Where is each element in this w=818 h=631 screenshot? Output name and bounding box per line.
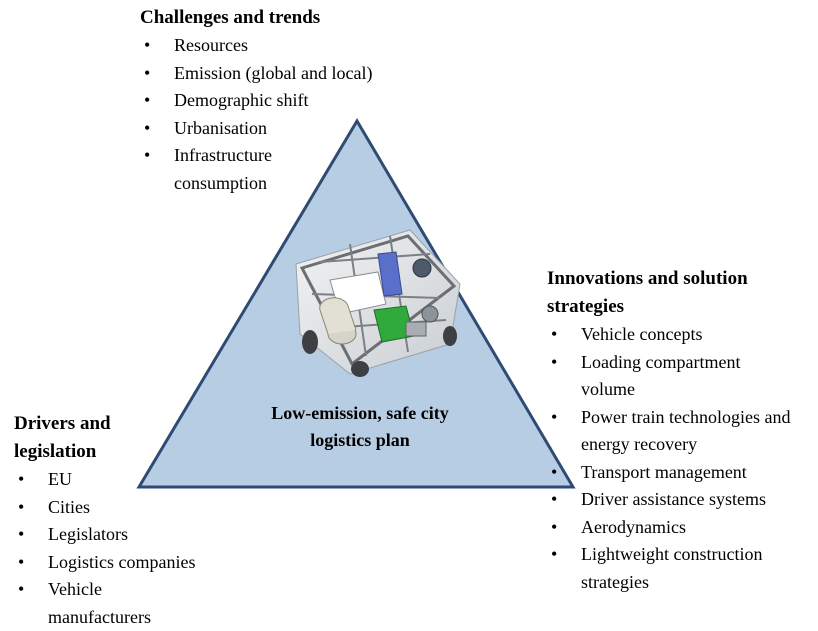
list-item: Aerodynamics: [547, 514, 817, 542]
innovations-list: Vehicle concepts Loading compartment vol…: [547, 321, 817, 596]
center-label-line-1: Low-emission, safe city: [271, 403, 449, 423]
list-item: EU: [14, 466, 274, 494]
challenges-title: Challenges and trends: [140, 7, 321, 28]
challenges-list: Resources Emission (global and local) De…: [140, 32, 460, 197]
list-item: Infrastructure consumption: [140, 142, 324, 197]
list-item: Urbanisation: [140, 115, 460, 143]
drivers-section: Drivers and legislation EU Cities Legisl…: [14, 410, 274, 631]
list-item: Logistics companies: [14, 549, 274, 577]
list-item: Vehicle concepts: [547, 321, 817, 349]
list-item: Driver assistance systems: [547, 486, 781, 514]
center-label: Low-emission, safe city logistics plan: [230, 400, 490, 454]
list-item: Legislators: [14, 521, 274, 549]
list-item: Cities: [14, 494, 274, 522]
innovations-title: Innovations and solution strategies: [547, 268, 748, 317]
list-item: Power train technologies and energy reco…: [547, 404, 818, 459]
list-item: Lightweight construction strategies: [547, 541, 818, 596]
list-item: Vehicle manufacturers: [14, 576, 198, 631]
list-item: Transport management: [547, 459, 817, 487]
challenges-section: Challenges and trends Resources Emission…: [140, 4, 460, 197]
drivers-title: Drivers and legislation: [14, 413, 111, 462]
innovations-section: Innovations and solution strategies Vehi…: [547, 265, 817, 596]
list-item: Demographic shift: [140, 87, 460, 115]
center-label-line-2: logistics plan: [310, 430, 410, 450]
list-item: Loading compartment volume: [547, 349, 791, 404]
list-item: Emission (global and local): [140, 60, 460, 88]
drivers-list: EU Cities Legislators Logistics companie…: [14, 466, 274, 631]
vehicle-chassis-image: [295, 229, 461, 377]
list-item: Resources: [140, 32, 460, 60]
